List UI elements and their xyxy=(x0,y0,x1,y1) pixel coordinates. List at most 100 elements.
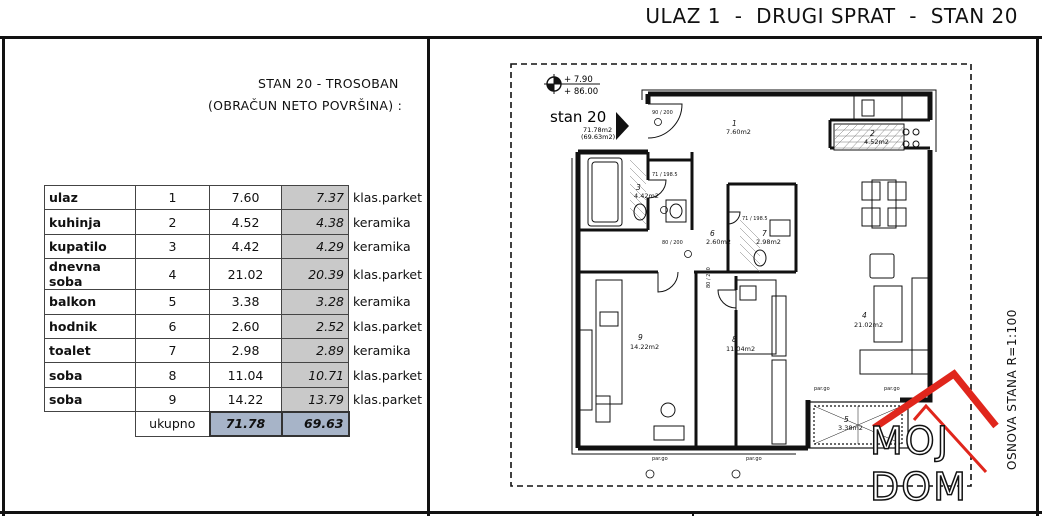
room-area-neto: 20.39 xyxy=(281,258,349,291)
room-label-area: 2.98m2 xyxy=(756,238,781,246)
room-label-num: 7 xyxy=(762,229,767,238)
room-number: 9 xyxy=(135,386,210,413)
room-area-bruto: 4.42 xyxy=(209,233,282,260)
column-divider xyxy=(427,38,430,516)
room-area-bruto: 2.60 xyxy=(209,313,282,339)
room-name: toalet xyxy=(44,337,136,364)
room-area-neto: 4.29 xyxy=(281,233,349,260)
room-material: klas.parket xyxy=(353,318,422,334)
level-marker xyxy=(544,74,600,94)
total-spacer xyxy=(349,412,427,436)
room-area-bruto: 21.02 xyxy=(209,258,282,291)
room-number: 3 xyxy=(135,233,210,260)
room-area-neto: 2.89 xyxy=(281,337,349,364)
room-material: klas.parket xyxy=(353,266,422,282)
apt-area-1: 71.78m2 xyxy=(583,126,612,134)
apt-label: stan 20 xyxy=(550,108,606,126)
level-bottom: + 86.00 xyxy=(564,87,598,97)
floor-plan: + 7.90 + 86.00 stan 20 71.78m2 (69.63m2) xyxy=(510,63,972,487)
room-material: keramika xyxy=(353,214,411,230)
left-border xyxy=(2,38,5,516)
room-area-bruto: 14.22 xyxy=(209,386,282,413)
door-tag: 71 / 198.5 xyxy=(652,172,678,178)
room-label-num: 5 xyxy=(844,415,849,424)
fixtures xyxy=(577,95,931,445)
room-area-neto: 7.37 xyxy=(281,184,349,211)
room-name: balkon xyxy=(44,289,136,315)
room-name: kuhinja xyxy=(44,209,136,235)
room-labels: 1 7.60m2 2 4.52m2 3 4.42m2 4 21.02m2 5 3… xyxy=(630,119,889,432)
room-number: 8 xyxy=(135,362,210,388)
room-material: keramika xyxy=(353,238,411,254)
plan-frame xyxy=(510,63,972,487)
room-area-neto: 10.71 xyxy=(281,362,349,388)
moj-dom-logo: MOJ DOM xyxy=(869,369,999,508)
logo-house-icon xyxy=(872,369,999,474)
apt-area-2: (69.63m2) xyxy=(581,133,615,141)
room-area-bruto: 2.98 xyxy=(209,337,282,364)
room-label-area: 3.38m2 xyxy=(838,424,863,432)
total-bruto: 71.78 xyxy=(208,410,283,438)
page-title: ULAZ 1 - DRUGI SPRAT - STAN 20 xyxy=(645,4,1018,28)
room-area-neto: 3.28 xyxy=(281,289,349,315)
room-label-area: 21.02m2 xyxy=(854,321,883,329)
room-area-neto: 4.38 xyxy=(281,209,349,235)
room-name: soba xyxy=(44,386,136,413)
room-label-num: 2 xyxy=(870,129,875,138)
room-area-bruto: 7.60 xyxy=(209,184,282,211)
room-number: 6 xyxy=(135,313,210,339)
level-top: + 7.90 xyxy=(564,75,593,85)
logo-line1: MOJ xyxy=(870,419,950,463)
room-label-num: 1 xyxy=(732,119,737,128)
room-number: 5 xyxy=(135,289,210,315)
room-name: soba xyxy=(44,362,136,388)
room-label-num: 3 xyxy=(636,183,641,192)
room-name: ulaz xyxy=(44,184,136,211)
door-tag: 80 / 200 xyxy=(662,240,683,246)
room-number: 4 xyxy=(135,258,210,291)
sill-tag: par.go xyxy=(814,386,830,392)
summary-subtitle: (OBRAČUN NETO POVRŠINA) : xyxy=(208,98,403,113)
room-area-bruto: 3.38 xyxy=(209,289,282,315)
room-name: dnevna soba xyxy=(44,258,136,291)
wall-inner-lines xyxy=(571,89,937,455)
room-label-num: 4 xyxy=(862,311,867,320)
room-material: keramika xyxy=(353,343,411,359)
door-tag: 71 / 198.5 xyxy=(742,216,768,222)
balcony xyxy=(807,401,909,449)
door-tag: 90 / 200 xyxy=(652,110,673,116)
bottom-tick xyxy=(692,511,694,516)
room-area-neto: 13.79 xyxy=(281,386,349,413)
header-divider xyxy=(0,36,1042,39)
room-material: klas.parket xyxy=(353,391,422,407)
sill-tags: par.go par.go par.go par.go xyxy=(652,386,900,462)
room-label-area: 11.04m2 xyxy=(726,345,755,353)
room-number: 7 xyxy=(135,337,210,364)
logo-line2: DOM xyxy=(870,465,968,508)
room-label-area: 2.60m2 xyxy=(706,238,731,246)
door-tags: 90 / 200 71 / 198.5 71 / 198.5 80 / 200 … xyxy=(652,110,768,288)
room-material: klas.parket xyxy=(353,190,422,206)
sill-tag: par.go xyxy=(746,456,762,462)
room-number: 1 xyxy=(135,184,210,211)
room-name: kupatilo xyxy=(44,233,136,260)
total-neto: 69.63 xyxy=(280,410,350,438)
bottom-border xyxy=(0,511,1042,514)
room-label-num: 8 xyxy=(732,335,737,344)
summary-title: STAN 20 - TROSOBAN xyxy=(258,76,399,91)
room-label-area: 4.52m2 xyxy=(864,138,889,146)
doors xyxy=(647,103,741,309)
total-label: ukupno xyxy=(135,411,210,437)
room-label-num: 9 xyxy=(638,333,643,342)
room-name: hodnik xyxy=(44,313,136,339)
room-label-area: 7.60m2 xyxy=(726,128,751,136)
plan-scale-label: OSNOVA STANA R=1:100 xyxy=(1005,309,1019,470)
